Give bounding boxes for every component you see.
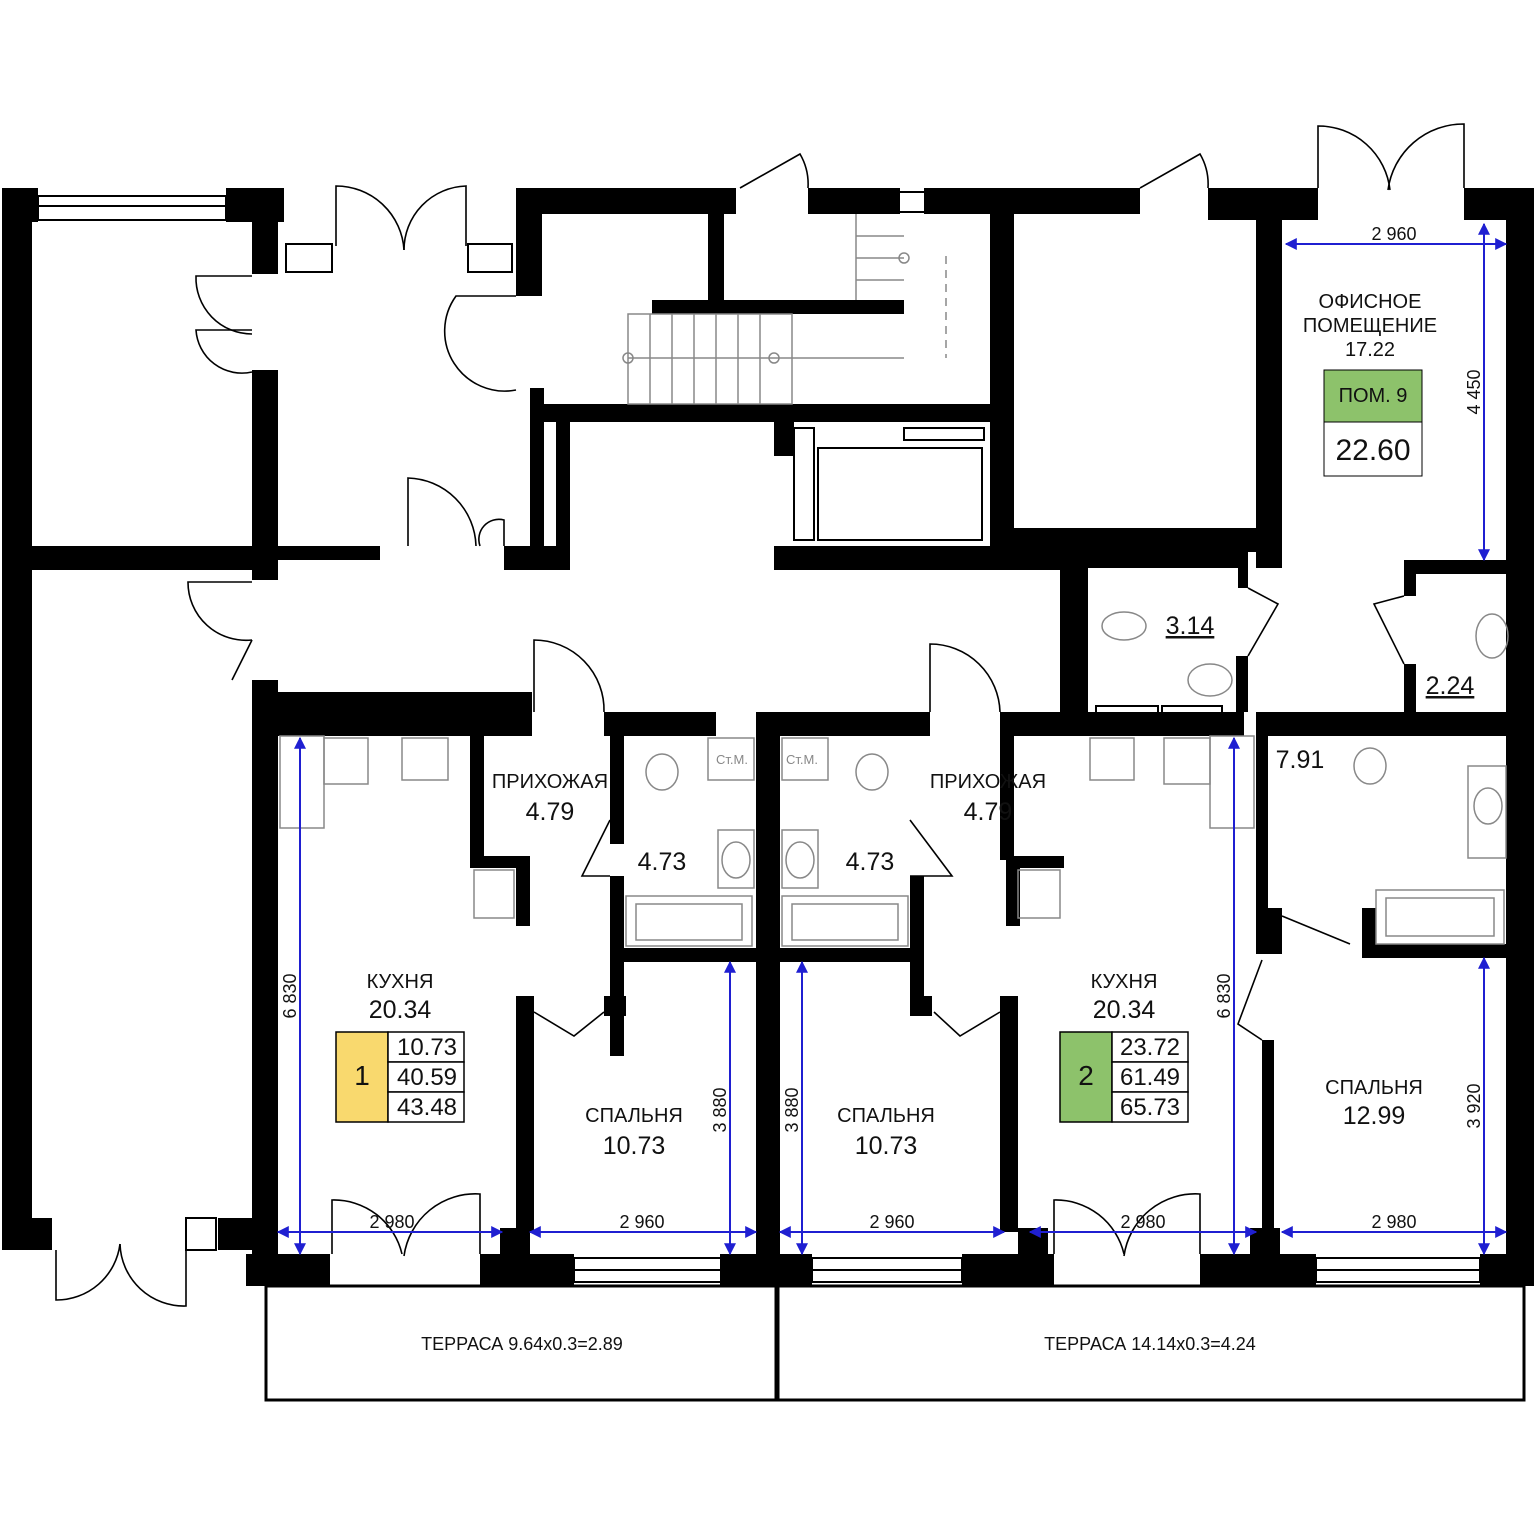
kitchen2-label: КУХНЯ <box>1091 971 1158 993</box>
apartment-1-number: 1 <box>354 1060 370 1091</box>
bath-right-area: 7.91 <box>1276 746 1325 774</box>
windows <box>37 191 1481 1283</box>
staircase <box>622 214 947 405</box>
apartment-1-value-3: 43.48 <box>397 1094 457 1121</box>
apartment-2-value-2: 61.49 <box>1120 1064 1180 1091</box>
office-label-line1: ОФИСНОЕ <box>1319 291 1422 313</box>
dim-bedroom3-depth: 3 920 <box>1464 1083 1484 1128</box>
bedroom1-label: СПАЛЬНЯ <box>585 1105 683 1127</box>
hall2-label: ПРИХОЖАЯ <box>930 771 1046 793</box>
office-badge: ПОМ. 9 22.60 <box>1323 369 1423 477</box>
dim-bedroom3-width: 2 980 <box>1371 1212 1416 1232</box>
dim-kitchen2-width: 2 980 <box>1120 1212 1165 1232</box>
bedroom3-label: СПАЛЬНЯ <box>1325 1077 1423 1099</box>
office-area: 17.22 <box>1345 339 1395 361</box>
apartment-2-value-3: 65.73 <box>1120 1094 1180 1121</box>
kitchen1-area: 20.34 <box>369 996 432 1024</box>
apartment-2-number: 2 <box>1078 1060 1094 1091</box>
dim-bedroom1-depth: 3 880 <box>710 1087 730 1132</box>
dimension-lines <box>276 222 1508 1256</box>
dim-office-width: 2 960 <box>1371 224 1416 244</box>
dim-kitchen1-depth: 6 830 <box>280 973 300 1018</box>
bath1-area: 4.73 <box>638 848 687 876</box>
wc-office2-area: 2.24 <box>1426 672 1475 700</box>
office-label-line2: ПОМЕЩЕНИЕ <box>1303 315 1437 337</box>
kitchen2-area: 20.34 <box>1093 996 1156 1024</box>
doors <box>55 123 1465 1307</box>
apartment-1-value-2: 40.59 <box>397 1064 457 1091</box>
office-badge-title: ПОМ. 9 <box>1339 385 1408 407</box>
hall1-area: 4.79 <box>526 798 575 826</box>
bedroom2-label: СПАЛЬНЯ <box>837 1105 935 1127</box>
apartment-badge-1: 1 10.73 40.59 43.48 <box>335 1031 465 1123</box>
wc-office-area: 3.14 <box>1166 612 1215 640</box>
bath2-area: 4.73 <box>846 848 895 876</box>
fixtures <box>279 611 1509 947</box>
bedroom2-area: 10.73 <box>855 1132 918 1160</box>
dim-bedroom1-width: 2 960 <box>619 1212 664 1232</box>
bedroom1-area: 10.73 <box>603 1132 666 1160</box>
hall1-label: ПРИХОЖАЯ <box>492 771 608 793</box>
washer1-label: Ст.М. <box>716 752 748 767</box>
walls <box>2 188 1534 1286</box>
kitchen1-label: КУХНЯ <box>367 971 434 993</box>
elevator-shaft <box>793 427 985 541</box>
terrace-right-label: ТЕРРАСА 14.14x0.3=4.24 <box>1044 1334 1256 1354</box>
apartment-1-value-1: 10.73 <box>397 1034 457 1061</box>
terraces <box>264 1284 1526 1402</box>
dim-office-depth: 4 450 <box>1464 369 1484 414</box>
dim-bedroom2-width: 2 960 <box>869 1212 914 1232</box>
apartment-badge-2: 2 23.72 61.49 65.73 <box>1059 1031 1189 1123</box>
dim-kitchen2-depth: 6 830 <box>1214 973 1234 1018</box>
dim-bedroom2-depth: 3 880 <box>782 1087 802 1132</box>
dim-kitchen1-width: 2 980 <box>369 1212 414 1232</box>
hall2-area: 4.79 <box>964 798 1013 826</box>
washer2-label: Ст.М. <box>786 752 818 767</box>
bedroom3-area: 12.99 <box>1343 1102 1406 1130</box>
apartment-2-value-1: 23.72 <box>1120 1034 1180 1061</box>
terrace-left-label: ТЕРРАСА 9.64x0.3=2.89 <box>421 1334 623 1354</box>
office-badge-area: 22.60 <box>1335 434 1410 467</box>
